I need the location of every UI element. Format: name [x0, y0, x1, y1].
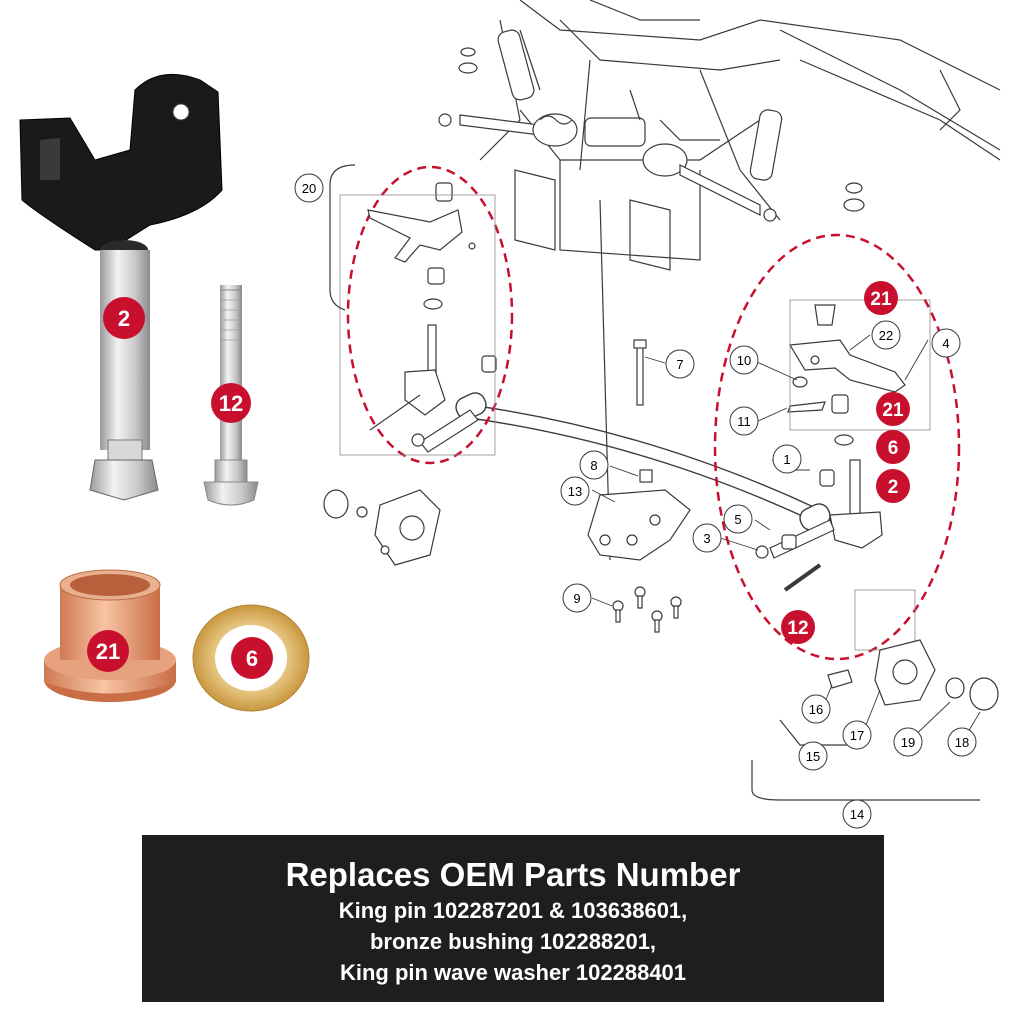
group-brackets [329, 164, 980, 801]
svg-text:19: 19 [901, 735, 915, 750]
svg-text:21: 21 [882, 400, 904, 421]
callout-1: 1 [772, 444, 802, 474]
badge-6: 6 [876, 430, 910, 464]
king-pin-part: 2 [19, 73, 223, 501]
callout-10: 10 [729, 345, 759, 375]
svg-text:3: 3 [703, 531, 710, 546]
banner-line-bushing: bronze bushing 102288201, [369, 929, 657, 954]
svg-text:7: 7 [676, 357, 683, 372]
svg-text:10: 10 [737, 353, 751, 368]
wave-washer-part: 6 [192, 604, 310, 712]
callout-5: 5 [723, 504, 753, 534]
callout-13: 13 [560, 476, 590, 506]
callout-3: 3 [692, 523, 722, 553]
callout-18: 18 [947, 727, 977, 757]
banner-line-king-pin: King pin 102287201 & 103638601, [338, 898, 688, 923]
callout-8: 8 [579, 450, 609, 480]
diagram-badges: 21 21 6 2 12 [781, 281, 910, 644]
svg-text:11: 11 [737, 414, 751, 429]
callout-16: 16 [801, 694, 831, 724]
svg-text:6: 6 [888, 438, 899, 459]
svg-text:14: 14 [850, 807, 864, 822]
bushing-badge-label: 21 [96, 639, 120, 664]
svg-text:12: 12 [787, 618, 808, 639]
badge-12: 12 [781, 610, 815, 644]
svg-text:17: 17 [850, 728, 864, 743]
badge-21-top: 21 [864, 281, 898, 315]
svg-text:16: 16 [809, 702, 823, 717]
banner-title: Replaces OEM Parts Number [285, 856, 741, 893]
center-bracket [587, 339, 797, 633]
svg-text:1: 1 [783, 452, 790, 467]
svg-text:4: 4 [942, 336, 949, 351]
svg-text:21: 21 [870, 289, 892, 310]
left-spindle-assembly [339, 182, 497, 456]
bolt-badge-label: 12 [219, 391, 243, 416]
svg-text:15: 15 [806, 749, 820, 764]
leader-lines [591, 334, 981, 743]
callout-4: 4 [931, 328, 961, 358]
callout-14: 14 [842, 799, 872, 829]
right-spindle-assembly [755, 299, 931, 651]
callout-15: 15 [798, 741, 828, 771]
leaf-spring [455, 392, 831, 531]
callout-22: 22 [871, 320, 901, 350]
badge-2: 2 [876, 469, 910, 503]
svg-text:2: 2 [888, 477, 899, 498]
callout-7: 7 [665, 349, 695, 379]
shock-absorbers [458, 29, 865, 212]
svg-text:5: 5 [734, 512, 741, 527]
callout-17: 17 [842, 720, 872, 750]
right-hub [827, 639, 999, 711]
svg-text:18: 18 [955, 735, 969, 750]
oem-banner: Replaces OEM Parts Number King pin 10228… [142, 835, 884, 1002]
bronze-bushing-part: 21 [44, 569, 176, 702]
badge-21-bottom: 21 [876, 392, 910, 426]
callout-11: 11 [729, 406, 759, 436]
left-highlight-ellipse [346, 165, 514, 465]
left-hub [323, 489, 441, 566]
banner-line-washer: King pin wave washer 102288401 [339, 960, 687, 985]
king-pin-badge-label: 2 [118, 306, 130, 331]
svg-text:20: 20 [302, 181, 316, 196]
svg-text:9: 9 [573, 591, 580, 606]
washer-badge-label: 6 [246, 646, 258, 671]
steering-rack [438, 89, 777, 222]
callout-labels: 20 7 10 22 4 11 1 8 13 5 3 9 16 17 19 18… [294, 173, 977, 829]
bolt-part: 12 [203, 285, 259, 506]
callout-9: 9 [562, 583, 592, 613]
right-highlight-ellipse [713, 233, 961, 661]
callout-20: 20 [294, 173, 324, 203]
svg-text:8: 8 [590, 458, 597, 473]
svg-text:13: 13 [568, 484, 582, 499]
callout-19: 19 [893, 727, 923, 757]
svg-text:22: 22 [879, 328, 893, 343]
